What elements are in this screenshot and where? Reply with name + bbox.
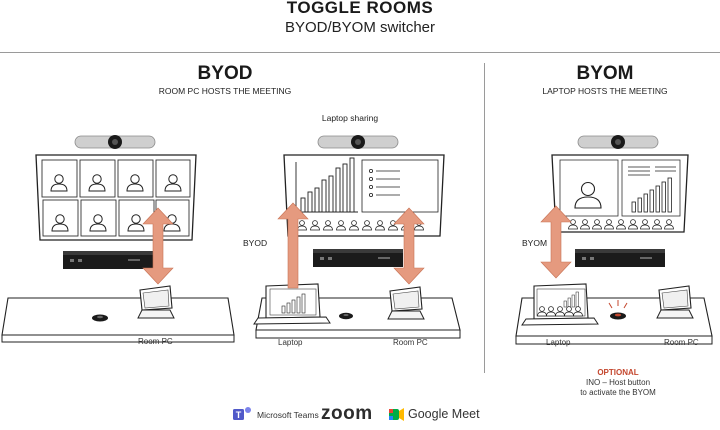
touch-panel-icon xyxy=(387,286,425,320)
laptop-label-byom: Laptop xyxy=(546,338,571,347)
switcher-box-icon xyxy=(313,249,403,267)
byom-title: BYOM xyxy=(576,63,634,84)
switcher-box-icon xyxy=(575,249,665,267)
optional-title: OPTIONAL xyxy=(597,368,639,377)
camera-bar-icon xyxy=(577,134,659,150)
google-meet-logo-icon xyxy=(389,408,404,421)
switcher-box-icon xyxy=(63,251,153,269)
zoom-logo: zoom xyxy=(321,403,373,424)
svg-text:T: T xyxy=(236,410,242,420)
room-pc-label-byom: Room PC xyxy=(664,338,699,347)
byod-side-label: BYOD xyxy=(243,238,268,248)
arrow-icon xyxy=(142,207,174,285)
section-divider xyxy=(484,63,485,373)
touch-panel-icon xyxy=(137,285,175,319)
laptop-icon xyxy=(253,283,331,325)
room-pc-label-byod: Room PC xyxy=(393,338,428,347)
byom-room xyxy=(515,134,713,345)
page-subtitle: BYOD/BYOM switcher xyxy=(284,19,436,36)
touch-panel-icon xyxy=(656,285,694,319)
camera-bar-icon xyxy=(317,134,399,150)
byod-left-room xyxy=(1,134,235,343)
room-pc-label-left: Room PC xyxy=(138,337,173,346)
bar-chart-icon xyxy=(631,177,672,213)
person-icon xyxy=(568,219,674,230)
page-title: TOGGLE ROOMS xyxy=(286,0,434,17)
optional-line2: to activate the BYOM xyxy=(580,388,656,397)
laptop-label-byod: Laptop xyxy=(278,338,303,347)
teams-logo-text: Microsoft Teams xyxy=(257,410,319,420)
laptop-sharing-label: Laptop sharing xyxy=(321,113,379,123)
teams-logo-icon: T xyxy=(233,407,251,420)
byod-right-room xyxy=(253,134,461,339)
arrow-icon xyxy=(540,205,572,279)
byod-subtitle: ROOM PC HOSTS THE MEETING xyxy=(158,86,292,96)
header-divider xyxy=(0,52,720,53)
bar-chart-icon xyxy=(295,157,358,213)
camera-bar-icon xyxy=(74,134,156,150)
optional-line1: INO – Host button xyxy=(585,378,651,387)
person-icon xyxy=(574,181,602,209)
google-meet-logo-text: Google Meet xyxy=(408,407,480,421)
arrow-icon xyxy=(277,202,425,289)
byom-subtitle: LAPTOP HOSTS THE MEETING xyxy=(542,86,668,96)
byod-title: BYOD xyxy=(197,63,253,84)
host-button-icon xyxy=(608,300,628,320)
byom-side-label: BYOM xyxy=(522,238,548,248)
laptop-icon xyxy=(521,283,599,326)
